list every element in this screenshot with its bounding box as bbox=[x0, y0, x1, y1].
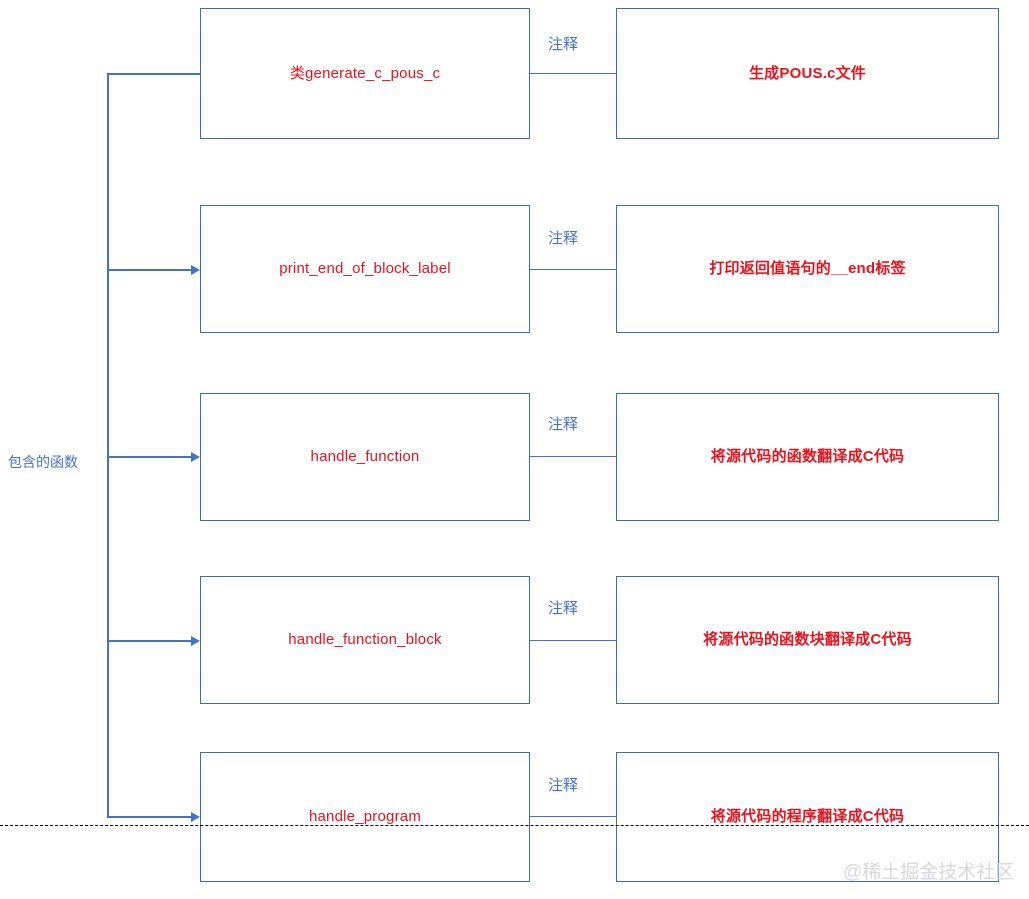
function-box-4-label: handle_function_block bbox=[288, 631, 442, 649]
connector-label-1: 注释 bbox=[548, 36, 579, 53]
branch-arrow-3 bbox=[191, 451, 200, 462]
branch-line-2 bbox=[107, 269, 191, 271]
function-box-2-label: print_end_of_block_label bbox=[279, 260, 451, 278]
function-box-1[interactable]: 类generate_c_pous_c bbox=[200, 8, 530, 139]
function-box-1-label: 类generate_c_pous_c bbox=[289, 64, 441, 82]
connector-label-2: 注释 bbox=[548, 230, 579, 247]
connector-label-5: 注释 bbox=[548, 777, 579, 794]
note-box-3-label: 将源代码的函数翻译成C代码 bbox=[710, 448, 905, 466]
connector-line-3 bbox=[530, 456, 617, 458]
connector-line-2 bbox=[530, 269, 617, 271]
branch-line-5 bbox=[107, 816, 191, 818]
function-box-3[interactable]: handle_function bbox=[200, 393, 530, 521]
watermark-text: @稀土掘金技术社区 bbox=[843, 862, 1015, 883]
connector-label-4: 注释 bbox=[548, 600, 579, 617]
section-divider-dashed bbox=[0, 825, 1029, 826]
branch-arrow-2 bbox=[191, 264, 200, 275]
note-box-4[interactable]: 将源代码的函数块翻译成C代码 bbox=[616, 576, 999, 704]
function-box-2[interactable]: print_end_of_block_label bbox=[200, 205, 530, 333]
function-box-3-label: handle_function bbox=[310, 448, 420, 466]
function-box-4[interactable]: handle_function_block bbox=[200, 576, 530, 704]
function-box-5-label: handle_program bbox=[308, 808, 422, 826]
root-label: 包含的函数 bbox=[8, 454, 78, 470]
note-box-3[interactable]: 将源代码的函数翻译成C代码 bbox=[616, 393, 999, 521]
note-box-4-label: 将源代码的函数块翻译成C代码 bbox=[703, 631, 912, 649]
branch-arrow-4 bbox=[191, 635, 200, 646]
note-box-1[interactable]: 生成POUS.c文件 bbox=[616, 8, 999, 139]
note-box-5[interactable]: 将源代码的程序翻译成C代码 bbox=[616, 752, 999, 882]
note-box-2-label: 打印返回值语句的__end标签 bbox=[709, 260, 906, 278]
note-box-2[interactable]: 打印返回值语句的__end标签 bbox=[616, 205, 999, 333]
branch-arrow-5 bbox=[191, 811, 200, 822]
connector-label-3: 注释 bbox=[548, 416, 579, 433]
note-box-1-label: 生成POUS.c文件 bbox=[748, 64, 867, 82]
branch-line-3 bbox=[107, 456, 191, 458]
branch-line-4 bbox=[107, 640, 191, 642]
function-box-5[interactable]: handle_program bbox=[200, 752, 530, 882]
connector-line-4 bbox=[530, 640, 617, 642]
branch-line-1 bbox=[107, 73, 201, 75]
trunk-line bbox=[107, 73, 109, 817]
connector-line-5 bbox=[530, 816, 617, 818]
note-box-5-label: 将源代码的程序翻译成C代码 bbox=[710, 808, 905, 826]
connector-line-1 bbox=[530, 73, 617, 75]
